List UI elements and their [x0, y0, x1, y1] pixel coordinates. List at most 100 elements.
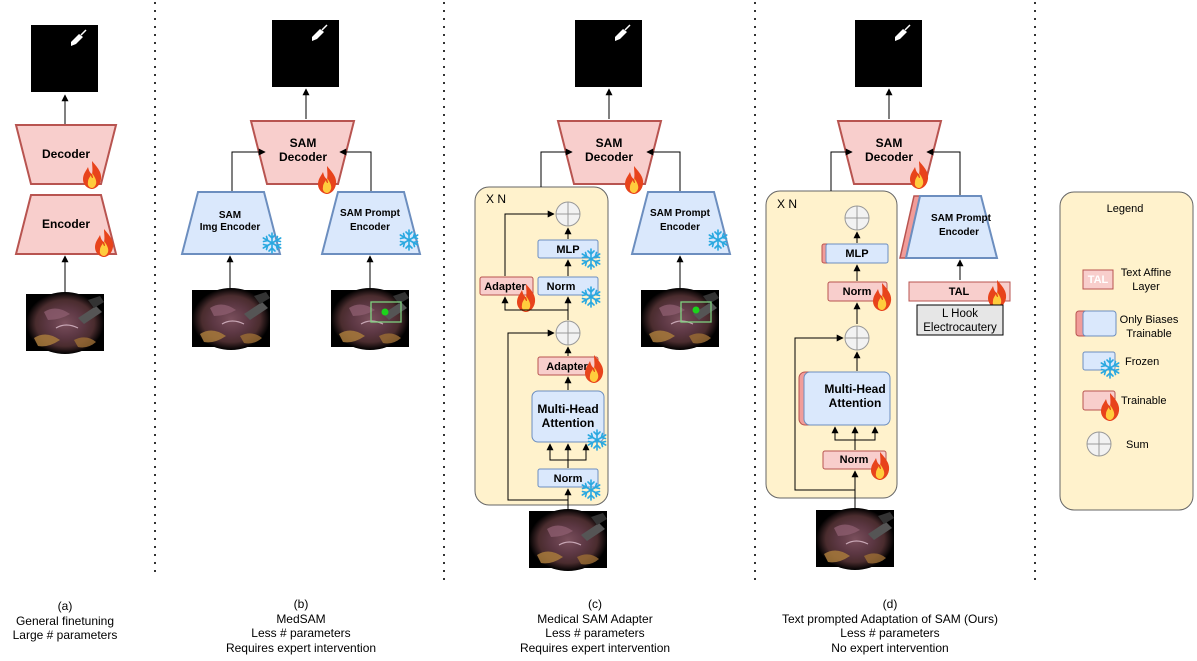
output-mask-c [574, 19, 643, 88]
caption-c-line2: Less # parameters [545, 626, 645, 640]
norm-top-label-c: Norm [547, 281, 576, 293]
output-mask-a [30, 24, 99, 93]
panel-a: Decoder Encoder [14, 24, 118, 355]
panel-c: SAM Decoder X N MLP Norm Adapter Adapter… [474, 19, 732, 572]
input-image-b [191, 287, 271, 351]
legend-title: Legend [1107, 203, 1144, 215]
sam-prompt-encoder-label-2-d: Encoder [939, 227, 979, 238]
mlp-label-d: MLP [845, 248, 868, 260]
legend-sum-label: Sum [1126, 439, 1149, 451]
sam-prompt-encoder-label-1-d: SAM Prompt [931, 213, 992, 224]
sum-mid-c [555, 320, 581, 346]
caption-b-line3: Requires expert intervention [225, 640, 377, 655]
sum-mid-d [844, 325, 870, 351]
sam-prompt-encoder-block-b [320, 191, 422, 255]
mha-label-2-d: Attention [829, 396, 882, 410]
sum-top-d [844, 205, 870, 231]
mha-label-1-d: Multi-Head [824, 382, 885, 396]
text-prompt-line2-d: Electrocautery [923, 322, 997, 334]
input-image-d [815, 507, 895, 571]
caption-b: (b) MedSAM Less # parameters Requires ex… [191, 597, 411, 655]
sam-prompt-encoder-label-1-b: SAM Prompt [340, 208, 401, 219]
norm-bottom-block-c [537, 468, 599, 488]
text-prompt-line1-d: L Hook [942, 308, 978, 320]
legend-sum-icon [1086, 431, 1112, 457]
output-mask-b [271, 19, 340, 88]
caption-c-line1: Medical SAM Adapter [537, 611, 653, 626]
caption-c: (c) Medical SAM Adapter Less # parameter… [485, 597, 705, 655]
adapter-top-block-c [479, 276, 534, 296]
tal-label-d: TAL [949, 286, 970, 298]
legend-tal-line2: Layer [1132, 281, 1160, 293]
input-image-c [528, 508, 608, 572]
input-image-c-prompted [640, 287, 720, 351]
caption-a-line2: Large # parameters [12, 628, 118, 642]
legend-tal-swatch [1082, 269, 1114, 290]
sam-decoder-label-2-c: Decoder [585, 150, 633, 164]
panel-separators [154, 2, 1036, 580]
legend-trainable-label: Trainable [1121, 395, 1166, 407]
output-mask-d [854, 19, 923, 88]
caption-b-tag: (b) [293, 597, 309, 611]
caption-d-line2: Less # parameters [840, 626, 940, 640]
sam-decoder-label-2-d: Decoder [865, 150, 913, 164]
repeat-label-d: X N [777, 197, 797, 211]
sam-decoder-label-2-b: Decoder [279, 150, 327, 164]
multi-head-attention-block-c [531, 390, 605, 443]
norm-bottom-label-c: Norm [554, 473, 583, 485]
encoder-label-a: Encoder [42, 217, 90, 231]
mha-label-1-c: Multi-Head [537, 402, 598, 416]
mlp-block-d [825, 243, 889, 264]
legend: Legend TAL Text Affine Layer Only Biases… [1059, 191, 1194, 511]
sam-decoder-label-1-d: SAM [876, 136, 903, 150]
sam-decoder-label-1-c: SAM [596, 136, 623, 150]
repeat-label-c: X N [486, 192, 506, 206]
adapter-mid-label-c: Adapter [546, 361, 588, 373]
decoder-block-a [14, 124, 118, 185]
adapter-top-label-c: Adapter [484, 281, 526, 293]
caption-d-line1: Text prompted Adaptation of SAM (Ours) [781, 611, 999, 626]
caption-a-line1: General finetuning [15, 613, 115, 628]
norm-top-block-c [537, 276, 599, 296]
caption-c-tag: (c) [588, 597, 602, 611]
legend-frozen-label: Frozen [1125, 356, 1159, 368]
encoder-block-a [14, 194, 118, 255]
sam-prompt-encoder-block-d [904, 195, 999, 259]
panel-d: SAM Decoder X N MLP Norm Multi-Head Atte… [765, 19, 1011, 571]
sam-prompt-encoder-label-2-b: Encoder [350, 222, 390, 233]
legend-box [1059, 191, 1194, 511]
caption-a-tag: (a) [57, 599, 73, 613]
mha-label-2-c: Attention [542, 416, 595, 430]
legend-bias-line2: Trainable [1126, 328, 1171, 340]
norm-top-label-d: Norm [843, 286, 872, 298]
decoder-label-a: Decoder [42, 147, 90, 161]
caption-a: (a) General finetuning Large # parameter… [0, 599, 130, 643]
multi-head-attention-block-d [803, 371, 891, 426]
caption-b-line1: MedSAM [276, 611, 326, 626]
sam-img-encoder-label-1-b: SAM [219, 210, 241, 221]
tal-block-d [908, 281, 1011, 302]
sam-prompt-encoder-label-1-c: SAM Prompt [650, 208, 711, 219]
legend-tal-swatch-label: TAL [1088, 274, 1109, 286]
sam-prompt-encoder-block-c [630, 191, 732, 255]
sam-img-encoder-label-2-b: Img Encoder [200, 222, 261, 233]
caption-d: (d) Text prompted Adaptation of SAM (Our… [760, 597, 1020, 655]
encoder-repeat-container-c [474, 186, 609, 506]
mlp-label-c: MLP [556, 244, 579, 256]
panel-b: SAM Decoder SAM Img Encoder SAM Prompt E… [180, 19, 422, 351]
norm-bottom-label-d: Norm [840, 454, 869, 466]
legend-bias-swatch [1082, 310, 1117, 337]
text-prompt-box-d [916, 304, 1004, 336]
caption-b-line2: Less # parameters [251, 626, 351, 640]
caption-d-line3: No expert intervention [831, 640, 949, 655]
sam-decoder-label-1-b: SAM [290, 136, 317, 150]
sam-img-encoder-block-b [180, 191, 282, 255]
legend-tal-line1: Text Affine [1121, 267, 1172, 279]
legend-bias-line1: Only Biases [1120, 314, 1179, 326]
sum-top-c [555, 201, 581, 227]
caption-d-tag: (d) [882, 597, 898, 611]
sam-prompt-encoder-label-2-c: Encoder [660, 222, 700, 233]
input-image-b-prompted [330, 287, 410, 351]
caption-c-line3: Requires expert intervention [519, 640, 671, 655]
